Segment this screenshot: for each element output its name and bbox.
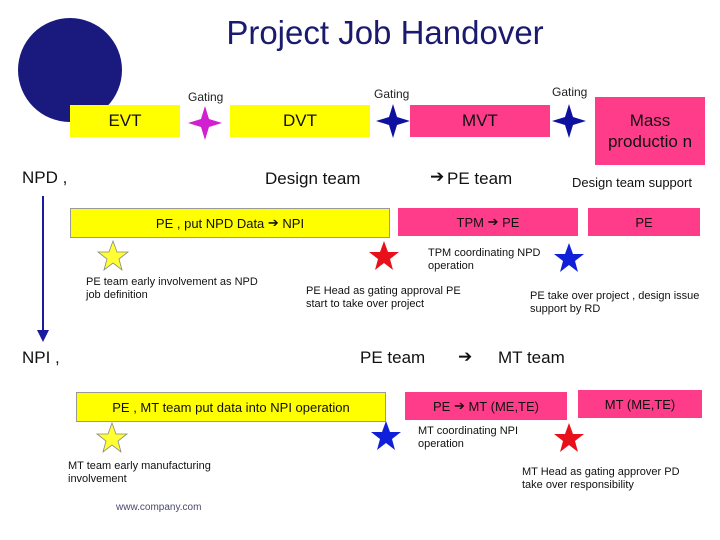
npd-to-label: PE team bbox=[447, 169, 513, 188]
page-title: Project Job Handover bbox=[226, 14, 544, 51]
npi-box-pe: PE ➔ MT (ME,TE) bbox=[405, 392, 567, 420]
phase-evt: EVT bbox=[70, 105, 180, 137]
npd-box-data-target: NPI bbox=[282, 215, 305, 231]
star-red-icon bbox=[369, 241, 399, 270]
npd-label: NPD , bbox=[22, 168, 68, 187]
arrow-icon: ➔ bbox=[430, 167, 445, 186]
gating-star-navy2-icon bbox=[552, 104, 586, 138]
npd-note-takeover: PE take over project , design issue supp… bbox=[530, 290, 700, 315]
npi-box-mt-text: MT (ME,TE) bbox=[604, 396, 676, 412]
phase-dvt: DVT bbox=[230, 105, 370, 137]
gating-star-magenta-icon bbox=[188, 106, 222, 140]
star-yellow-icon bbox=[95, 421, 129, 454]
phase-mvt-label: MVT bbox=[462, 111, 498, 130]
npi-to-label: MT team bbox=[498, 348, 565, 367]
star-yellow-icon bbox=[96, 239, 130, 272]
phase-dvt-label: DVT bbox=[283, 111, 317, 130]
npd-note-tpm: TPM coordinating NPD operation bbox=[428, 247, 541, 272]
npd-box-tpm-target: PE bbox=[502, 214, 520, 230]
star-blue-icon bbox=[371, 421, 401, 450]
phase-mass-label: Mass productio n bbox=[607, 111, 693, 151]
npi-box-data: PE , MT team put data into NPI operation bbox=[76, 392, 386, 422]
phase-evt-label: EVT bbox=[108, 111, 142, 130]
npi-box-pe-target: MT (ME,TE) bbox=[468, 398, 539, 414]
gating-star-navy-icon bbox=[376, 104, 410, 138]
down-arrow-icon bbox=[37, 196, 49, 342]
npi-note-early: MT team early manufacturing involvement bbox=[68, 460, 211, 485]
arrow-icon: ➔ bbox=[264, 215, 283, 230]
star-blue-icon bbox=[554, 243, 584, 272]
npd-from-label: Design team bbox=[265, 169, 361, 188]
npi-note-coordinating: MT coordinating NPI operation bbox=[418, 425, 519, 450]
gating-label-1: Gating bbox=[188, 90, 224, 104]
gating-label-3: Gating bbox=[552, 85, 588, 99]
gating-label-2: Gating bbox=[374, 87, 410, 101]
npi-box-pe-text: PE bbox=[433, 398, 451, 414]
npd-support-label: Design team support bbox=[572, 175, 692, 190]
npi-from-label: PE team bbox=[360, 348, 426, 367]
npd-note-early: PE team early involvement as NPD job def… bbox=[86, 276, 258, 301]
npd-box-data-text: PE , put NPD Data bbox=[155, 215, 265, 231]
npd-note-head: PE Head as gating approval PE start to t… bbox=[306, 285, 461, 310]
npi-box-data-text: PE , MT team put data into NPI operation bbox=[112, 399, 350, 415]
footer-url: www.company.com bbox=[116, 502, 202, 513]
phase-mass-production: Mass productio n bbox=[595, 97, 705, 165]
npd-box-tpm-text: TPM bbox=[456, 214, 484, 230]
npd-box-data: PE , put NPD Data ➔ NPI bbox=[70, 208, 390, 238]
npd-box-pe-text: PE bbox=[635, 214, 653, 230]
npd-box-tpm: TPM ➔ PE bbox=[398, 208, 578, 236]
star-red-icon bbox=[554, 423, 584, 452]
npi-label: NPI , bbox=[22, 348, 60, 367]
arrow-icon: ➔ bbox=[450, 398, 469, 413]
arrow-icon: ➔ bbox=[458, 347, 473, 366]
decorative-circle bbox=[18, 18, 122, 122]
npi-note-head: MT Head as gating approver PD take over … bbox=[522, 466, 680, 491]
phase-mvt: MVT bbox=[410, 105, 550, 137]
arrow-icon: ➔ bbox=[483, 214, 503, 229]
npi-box-mt: MT (ME,TE) bbox=[578, 390, 702, 418]
npd-box-pe: PE bbox=[588, 208, 700, 236]
